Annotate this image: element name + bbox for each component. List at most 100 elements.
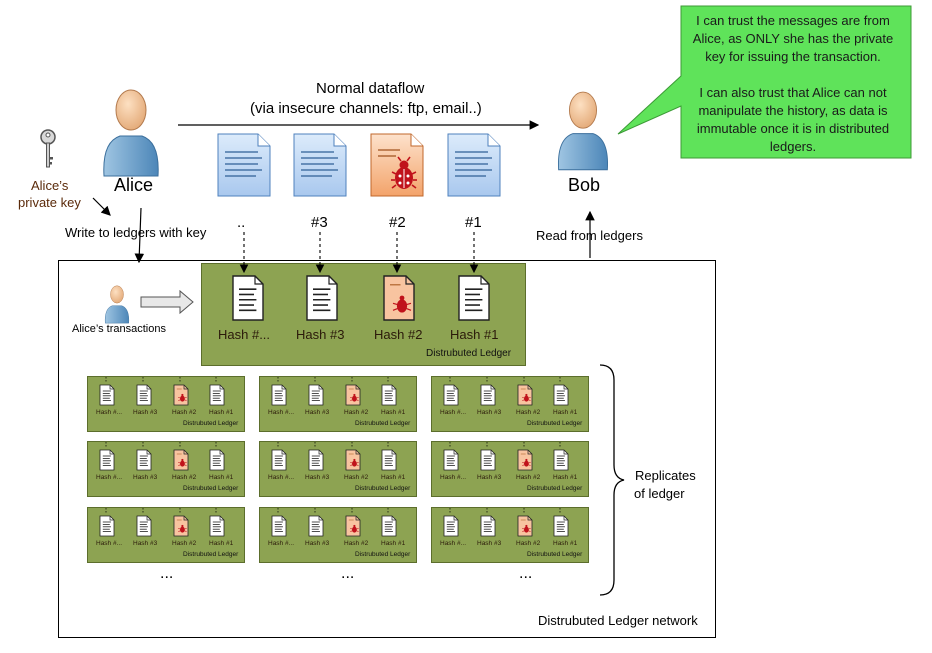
replicates-label-1: Replicates [635,468,696,483]
replica-hash-label-1: Hash #3 [305,409,330,416]
transactions-block-arrow [140,289,194,315]
replica-ledger-1-1: Hash #... Hash #3 Hash #2 Hash #1 Distrubute… [259,441,417,497]
replica-hash-label-2: Hash #2 [516,474,541,481]
message-label-etc: .. [237,214,246,231]
replicate-ellipsis-2: ... [341,565,355,582]
replica-doc-icons [443,442,569,471]
replica-ledger-name: Distrubuted Ledger [527,485,583,492]
replica-ledger-name: Distrubuted Ledger [355,551,411,558]
replica-hash-label-3: Hash #1 [381,409,406,416]
replica-hash-label-1: Hash #3 [133,409,158,416]
bug-icon [391,156,417,189]
alice-label: Alice [114,175,154,195]
replica-hash-label-1: Hash #3 [133,474,158,481]
replica-hash-label-2: Hash #2 [344,540,369,547]
bob-label: Bob [568,175,601,195]
alice-small-person-icon [104,285,130,324]
dataflow-subtitle: (via insecure channels: ftp, email..) [250,100,482,117]
main-ledger-doc-3 [458,275,490,321]
private-key-label-1: Alice’s [31,178,69,193]
replica-doc-icons [99,508,225,537]
replica-hash-label-0: Hash #... [268,409,295,416]
transactions-label: Alice’s transactions [72,323,166,335]
replica-hash-label-2: Hash #2 [172,540,197,547]
replica-doc-icons [271,377,397,406]
replica-hash-label-3: Hash #1 [209,540,234,547]
replica-ledger-1-0: Hash #... Hash #3 Hash #2 Hash #1 Distrubute… [259,376,417,432]
main-hash-2: Hash #2 [374,327,423,342]
replica-hash-label-3: Hash #1 [553,409,578,416]
replica-hash-label-0: Hash #... [96,474,123,481]
replicates-brace [599,364,625,596]
replica-hash-label-0: Hash #... [440,540,467,547]
write-ledgers-label: Write to ledgers with key [65,225,207,240]
message-label-1: #1 [465,214,482,231]
replica-hash-label-3: Hash #1 [381,474,406,481]
replica-ledger-name: Distrubuted Ledger [527,551,583,558]
replicates-label-2: of ledger [634,486,685,501]
replica-ledger-name: Distrubuted Ledger [355,420,411,427]
replica-hash-label-3: Hash #1 [209,409,234,416]
callout-text: I can trust the messages are from Alice,… [682,12,904,156]
key-icon [40,129,56,168]
main-ledger-doc-2 [383,275,415,321]
ledger-network-box [58,260,716,638]
replica-doc-icons [99,377,225,406]
replica-hash-label-0: Hash #... [440,409,467,416]
replica-hash-label-1: Hash #3 [477,474,502,481]
message-label-3: #3 [311,214,328,231]
message-doc-etc [217,133,271,197]
replica-hash-label-2: Hash #2 [516,540,541,547]
replica-ledger-name: Distrubuted Ledger [527,420,583,427]
replica-hash-label-3: Hash #1 [209,474,234,481]
replica-hash-label-1: Hash #3 [305,540,330,547]
replica-ledger-name: Distrubuted Ledger [183,551,239,558]
main-hash-1: Hash #1 [450,327,499,342]
replica-hash-label-0: Hash #... [96,540,123,547]
replica-hash-label-2: Hash #2 [172,474,197,481]
main-ledger-name: Distrubuted Ledger [426,348,512,359]
alice-person-icon [103,89,159,177]
replica-doc-icons [271,442,397,471]
replica-hash-label-2: Hash #2 [344,409,369,416]
replica-hash-label-1: Hash #3 [477,409,502,416]
replica-hash-label-2: Hash #2 [344,474,369,481]
main-hash-3: Hash #3 [296,327,345,342]
message-doc-2-infected [370,133,424,197]
replica-ledger-name: Distrubuted Ledger [355,485,411,492]
dataflow-title: Normal dataflow [316,80,425,97]
replica-ledger-0-1: Hash #... Hash #3 Hash #2 Hash #1 Distrubute… [87,441,245,497]
callout-line-2: I can also trust that Alice can not mani… [696,85,890,154]
main-ledger-doc-0 [232,275,264,321]
message-doc-3 [293,133,347,197]
replica-hash-label-3: Hash #1 [381,540,406,547]
main-ledger-doc-1 [306,275,338,321]
message-doc-1 [447,133,501,197]
replica-hash-label-1: Hash #3 [133,540,158,547]
main-hash-etc: Hash #... [218,327,271,342]
replica-hash-label-0: Hash #... [268,474,295,481]
replica-hash-label-0: Hash #... [96,409,123,416]
replica-doc-icons [443,377,569,406]
replica-doc-icons [271,508,397,537]
replicate-ellipsis-3: ... [519,565,533,582]
main-ledger-docs [232,275,490,321]
replica-hash-label-1: Hash #3 [305,474,330,481]
replica-hash-label-0: Hash #... [268,540,295,547]
message-label-2: #2 [389,214,406,231]
replica-doc-icons [99,442,225,471]
callout-line-1: I can trust the messages are from Alice,… [692,13,894,64]
replica-hash-label-2: Hash #2 [172,409,197,416]
replica-hash-label-3: Hash #1 [553,474,578,481]
bob-person-icon [557,91,609,171]
replica-ledger-name: Distrubuted Ledger [183,485,239,492]
replica-hash-label-1: Hash #3 [477,540,502,547]
replicate-ellipsis-1: ... [160,565,174,582]
network-label: Distrubuted Ledger network [538,613,698,628]
